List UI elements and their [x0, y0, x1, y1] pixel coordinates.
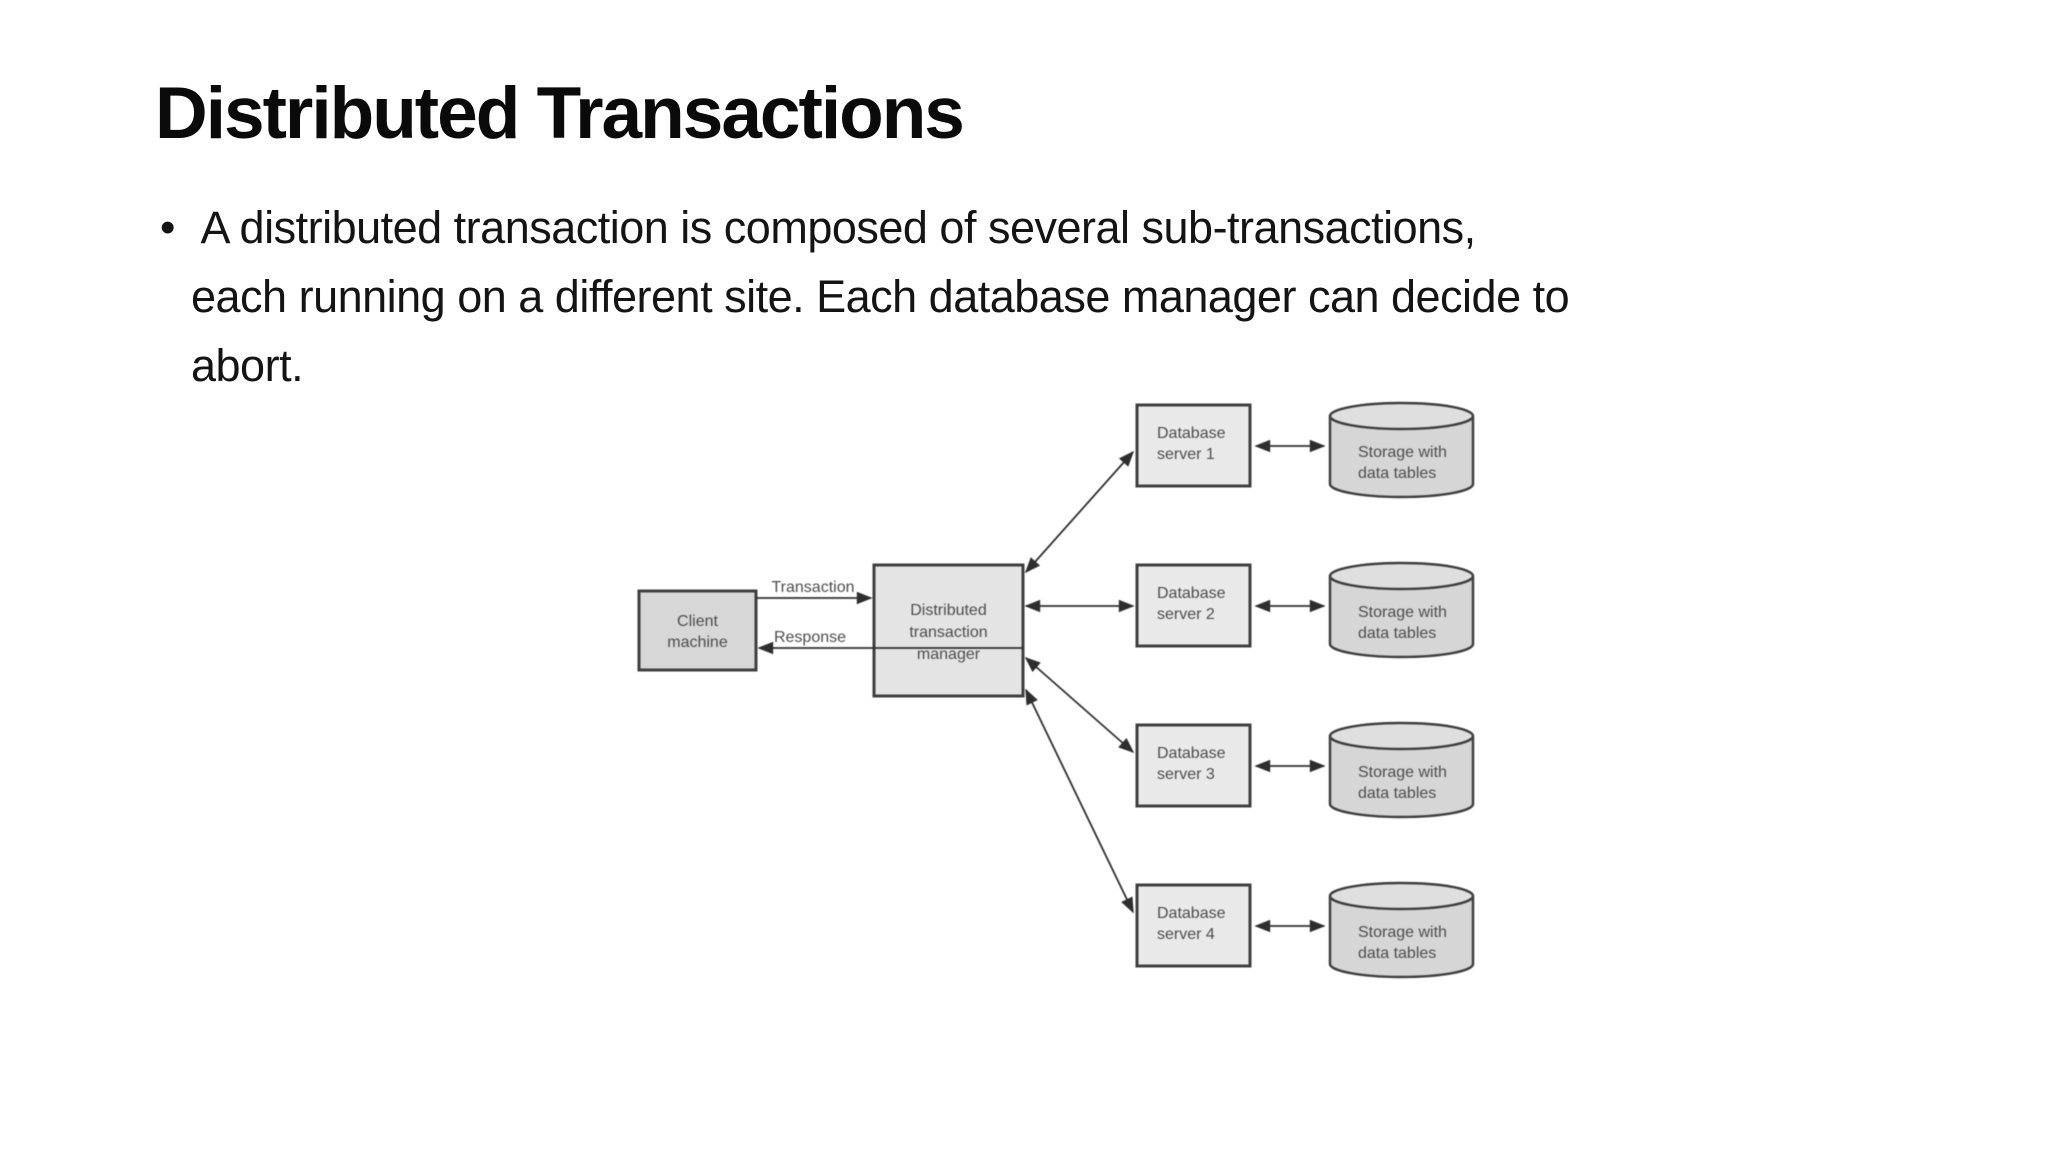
database-server-1-box — [1135, 403, 1252, 488]
bullet-text: A distributed transaction is composed of… — [191, 193, 1918, 400]
database-server-2-label-line1: Database — [1157, 585, 1226, 602]
database-server-1-label-line1: Database — [1157, 425, 1226, 442]
manager-server4-arrow — [1025, 688, 1134, 914]
client-machine-box — [637, 589, 758, 672]
client-machine-label-line2: machine — [667, 634, 728, 651]
bullet-line-3: abort. — [191, 340, 304, 391]
database-server-3-box — [1135, 723, 1252, 808]
storage-3-label-line2: data tables — [1358, 785, 1436, 802]
database-server-4-box — [1135, 883, 1252, 968]
transaction-arrow-label: Transaction — [772, 579, 855, 596]
storage-cylinder-2 — [1328, 576, 1475, 659]
database-server-2-box — [1135, 563, 1252, 648]
storage-3-label-line1: Storage with — [1358, 764, 1447, 781]
manager-server3-arrow — [1024, 656, 1135, 754]
storage-cylinder-4 — [1328, 896, 1475, 979]
bullet-block: • A distributed transaction is composed … — [158, 193, 1918, 400]
manager-server1-arrow — [1024, 450, 1135, 574]
storage-cylinder-2-top — [1328, 561, 1475, 591]
transaction-manager-label-line2: transaction — [909, 624, 987, 641]
storage-cylinder-1 — [1328, 416, 1475, 499]
transaction-manager-label-line1: Distributed — [910, 602, 986, 619]
database-server-3-label-line1: Database — [1157, 745, 1226, 762]
client-machine-label-line1: Client — [677, 613, 718, 630]
transaction-manager-box — [872, 563, 1025, 698]
storage-cylinder-3 — [1328, 736, 1475, 819]
bullet-marker: • — [160, 203, 176, 252]
storage-cylinder-3-top — [1328, 721, 1475, 751]
response-arrow-label: Response — [774, 629, 846, 646]
bullet-line-2: each running on a different site. Each d… — [191, 271, 1570, 322]
storage-cylinder-1-top — [1328, 401, 1475, 431]
storage-1-label-line2: data tables — [1358, 465, 1436, 482]
page-title: Distributed Transactions — [155, 73, 965, 154]
distributed-transaction-diagram: Client machine Distributed transaction m… — [637, 401, 1475, 979]
storage-2-label-line1: Storage with — [1358, 604, 1447, 621]
storage-2-label-line2: data tables — [1358, 625, 1436, 642]
storage-1-label-line1: Storage with — [1358, 444, 1447, 461]
transaction-manager-label-line3: manager — [917, 646, 981, 663]
database-server-1-label-line2: server 1 — [1157, 446, 1215, 463]
storage-4-label-line2: data tables — [1358, 945, 1436, 962]
database-server-2-label-line2: server 2 — [1157, 606, 1215, 623]
storage-cylinder-4-top — [1328, 881, 1475, 911]
database-server-4-label-line2: server 4 — [1157, 926, 1215, 943]
bullet-line-1: A distributed transaction is composed of… — [191, 202, 1477, 253]
database-server-4-label-line1: Database — [1157, 905, 1226, 922]
database-server-3-label-line2: server 3 — [1157, 766, 1215, 783]
storage-4-label-line1: Storage with — [1358, 924, 1447, 941]
